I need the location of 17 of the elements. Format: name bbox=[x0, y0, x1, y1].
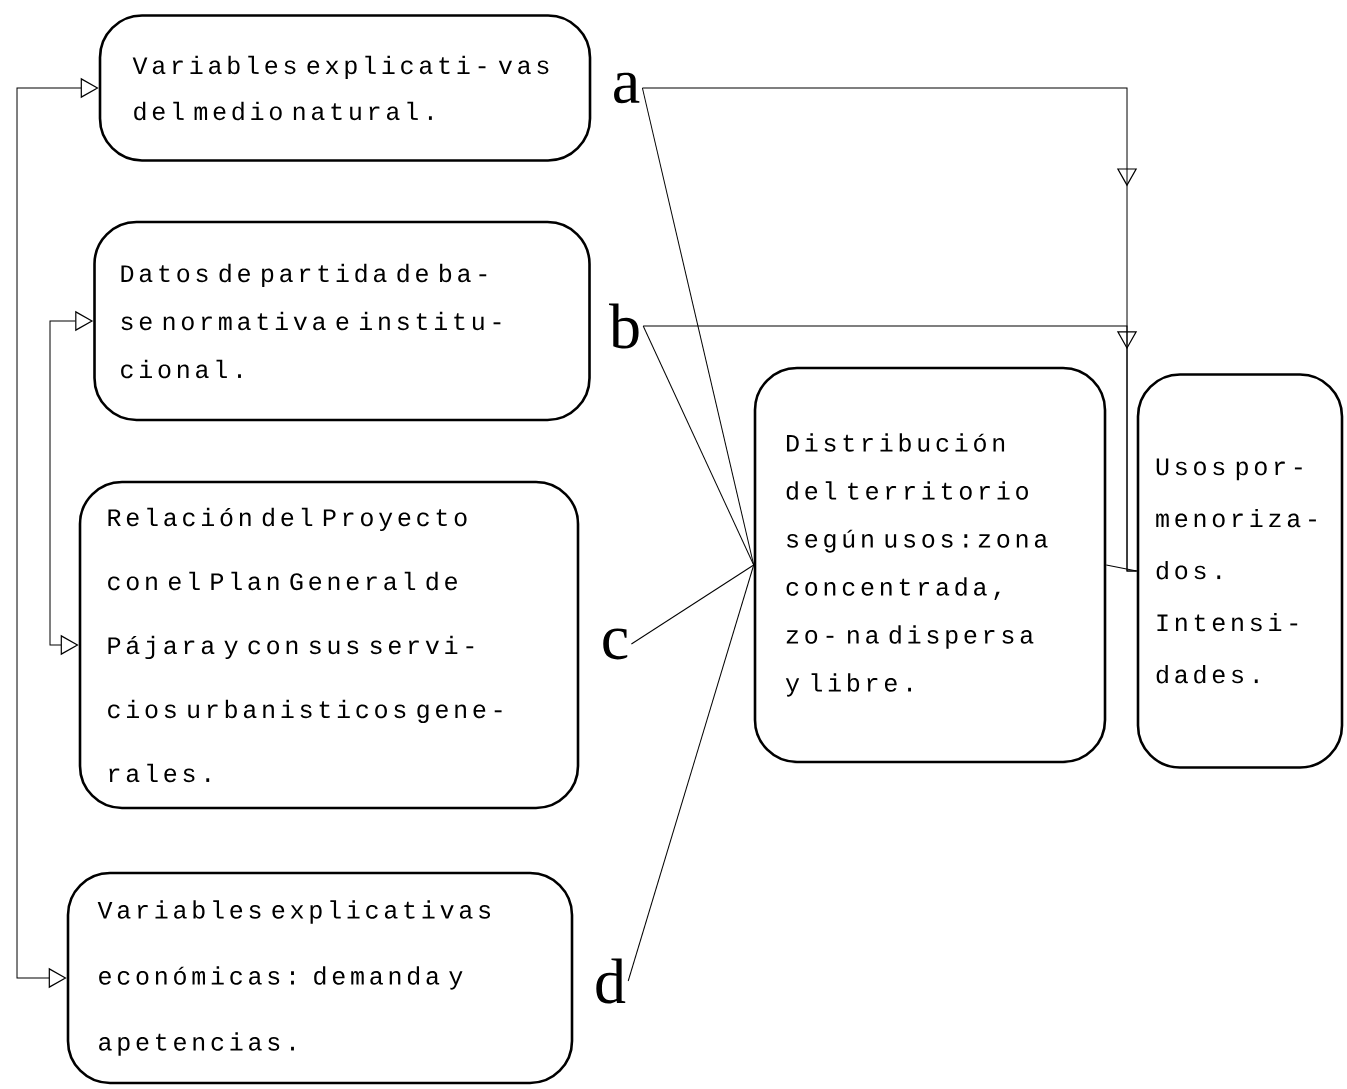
arrow bbox=[16, 77, 99, 531]
process-box: Variables explicativas económicas: demanda y apetencias. bbox=[66, 871, 574, 1085]
connector-line bbox=[1105, 564, 1138, 572]
process-box: Datos de partida de ba- se normativa e institu- cional. bbox=[93, 220, 591, 422]
connector-line bbox=[630, 564, 755, 645]
connector-line bbox=[627, 564, 755, 982]
process-box: Variables explicati- vas del medio natural. bbox=[98, 14, 592, 162]
process-box: Distribución del territorio según usos:zona concentrada, zo- na dispersa y libre. bbox=[753, 366, 1107, 764]
connector-line bbox=[642, 325, 755, 566]
connector-line bbox=[641, 87, 755, 566]
letter-label: a bbox=[614, 72, 640, 104]
arrow bbox=[642, 325, 1138, 572]
letter-label: b bbox=[609, 303, 639, 349]
letter-label: d bbox=[596, 958, 626, 1004]
letter-label: c bbox=[603, 628, 628, 660]
process-box: Relación del Proyecto con el Plan General de Pájara y con sus servi- cios urbanisticos gene- rales. bbox=[78, 480, 580, 810]
process-box: Usos por- menoriza- dos. Intensi- dades. bbox=[1136, 373, 1344, 769]
